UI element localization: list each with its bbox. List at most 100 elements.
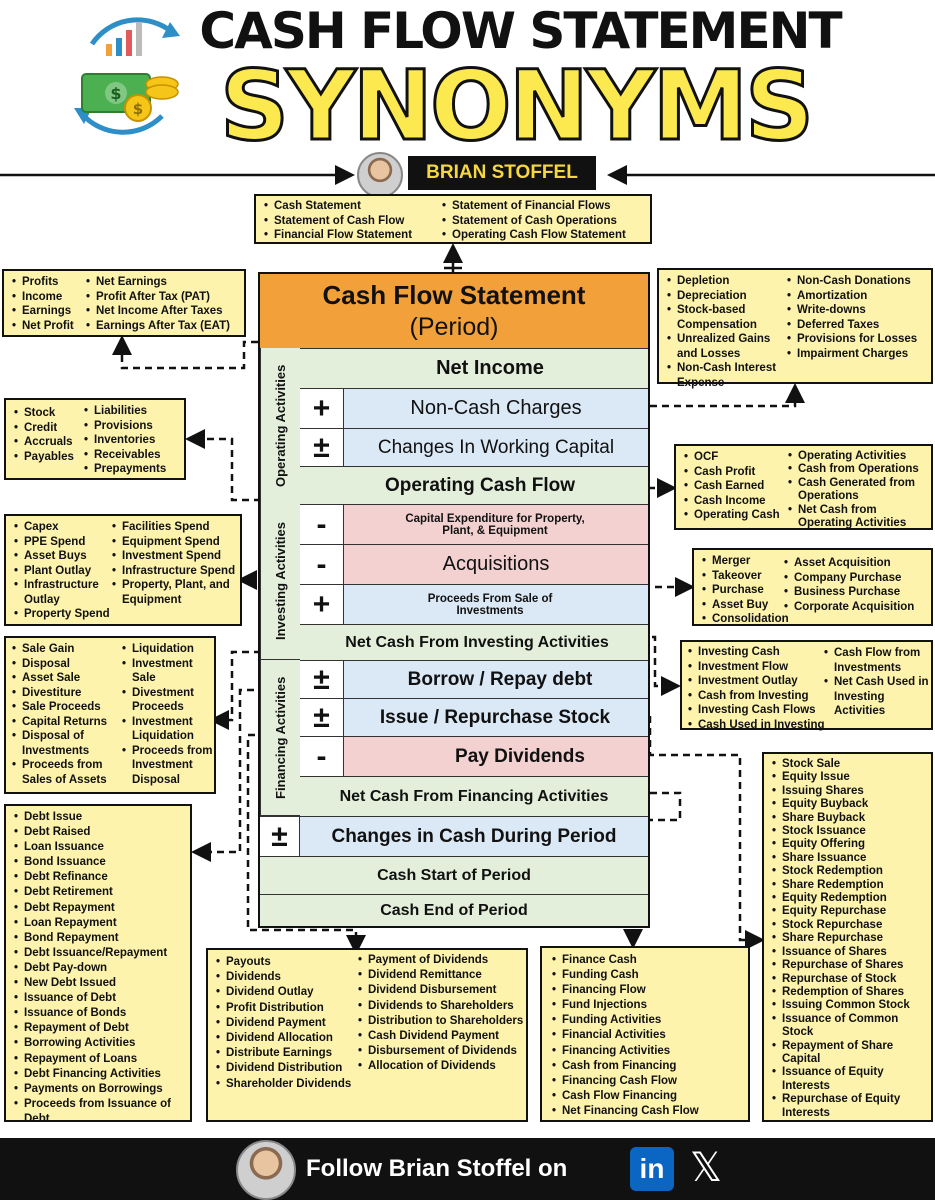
linkedin-icon[interactable]: in (630, 1147, 674, 1191)
stock-synonym: Repurchase of Shares (772, 959, 932, 973)
working-capital-synonym: Prepayments (84, 462, 184, 477)
capex-synonym: Equipment Spend (112, 535, 242, 550)
debt-synonym: Borrowing Activities (14, 1036, 190, 1051)
statement-synonym: Financial Flow Statement (264, 228, 439, 243)
working-capital-synonyms-box: Stock Credit Accruals Payables Liabiliti… (4, 398, 186, 480)
investing-activities-label: Investing Activities (260, 504, 300, 660)
financing-synonym: Cash from Financing (552, 1059, 748, 1074)
operating-activities-label: Operating Activities (260, 348, 300, 504)
capex-synonym: Property Spend (14, 607, 114, 622)
investing-synonyms-box: Investing Cash Investment Flow Investmen… (680, 640, 933, 732)
row-acquisitions: - Acquisitions (300, 544, 648, 584)
row-borrow: ± Borrow / Repay debt (300, 660, 648, 698)
financing-synonym: Financing Activities (552, 1044, 748, 1059)
investing-synonym: Cash from Investing (688, 689, 826, 704)
row-operating-cash-flow: Operating Cash Flow (300, 466, 648, 504)
non-cash-synonym: Deferred Taxes (787, 318, 933, 333)
working-capital-synonym: Inventories (84, 433, 184, 448)
net-income-synonym: Net Earnings (86, 275, 246, 290)
working-capital-synonym: Liabilities (84, 404, 184, 419)
non-cash-synonym: Non-Cash Donations (787, 274, 933, 289)
acquisition-synonym: Business Purchase (784, 585, 932, 600)
row-net-investing: Net Cash From Investing Activities (300, 624, 648, 660)
debt-synonym: Debt Refinance (14, 870, 190, 885)
debt-synonym: Issuance of Bonds (14, 1006, 190, 1021)
minus-sign: - (300, 545, 344, 584)
stock-synonym: Equity Buyback (772, 798, 932, 812)
debt-synonym: Repayment of Loans (14, 1052, 190, 1067)
non-cash-synonym: Stock-based Compensation (667, 303, 787, 332)
dividend-synonym: Dividends to Shareholders (358, 999, 526, 1014)
change-cash-label: Changes in Cash During Period (331, 825, 617, 847)
statement-period: (Period) (409, 313, 499, 341)
debt-synonym: Payments on Borrowings (14, 1082, 190, 1097)
dividend-synonym: Dividend Disbursement (358, 983, 526, 998)
x-logo-icon[interactable]: 𝕏 (684, 1145, 728, 1191)
investing-synonym: Investment Flow (688, 660, 826, 675)
non-cash-synonym: Non-Cash Interest Expense (667, 361, 787, 390)
financing-synonym: Cash Flow Financing (552, 1089, 748, 1104)
dividend-synonym: Allocation of Dividends (358, 1059, 526, 1074)
stock-synonym: Issuing Common Stock (772, 999, 932, 1013)
row-cash-end: Cash End of Period (260, 894, 648, 926)
stock-synonym: Issuance of Equity Interests (772, 1066, 932, 1093)
debt-synonym: New Debt Issued (14, 976, 190, 991)
stock-synonym: Equity Redemption (772, 892, 932, 906)
stock-synonym: Redemption of Shares (772, 986, 932, 1000)
row-issue-stock: ± Issue / Repurchase Stock (300, 698, 648, 736)
debt-synonym: Issuance of Debt (14, 991, 190, 1006)
borrow-label: Borrow / Repay debt (407, 668, 593, 690)
minus-sign: - (300, 505, 344, 544)
stock-synonym: Issuance of Common Stock (772, 1013, 932, 1040)
proceeds-label: Proceeds From Sale of Investments (427, 592, 553, 617)
financing-synonym: Funding Cash (552, 968, 748, 983)
proceeds-synonym: Divestiture (12, 686, 122, 701)
proceeds-synonym: Proceeds from Investment Disposal (122, 744, 216, 788)
plus-minus-sign: ± (300, 699, 344, 736)
net-investing-label: Net Cash From Investing Activities (345, 633, 609, 651)
non-cash-synonym: Depreciation (667, 289, 787, 304)
proceeds-synonyms-box: Sale Gain Disposal Asset Sale Divestitur… (4, 636, 216, 794)
net-income-synonym: Profit After Tax (PAT) (86, 290, 246, 305)
stock-synonym: Repurchase of Equity Interests (772, 1093, 932, 1120)
plus-sign: + (300, 585, 344, 624)
non-cash-synonyms-box: Depletion Depreciation Stock-based Compe… (657, 268, 933, 389)
capex-synonym: Infrastructure Spend (112, 564, 242, 579)
ocf-synonym: Operating Activities (788, 450, 933, 464)
acquisition-synonym: Asset Acquisition (784, 556, 932, 571)
ocf-synonym: Cash from Operations (788, 463, 933, 477)
ocf-synonym: Net Cash from Operating Activities (788, 504, 933, 531)
working-capital-synonym: Credit (14, 421, 80, 436)
proceeds-synonym: Sale Gain (12, 642, 122, 657)
net-income-label: Net Income (436, 357, 544, 379)
cash-start-label: Cash Start of Period (377, 866, 531, 884)
capex-synonym: Infrastructure Outlay (14, 578, 114, 607)
stock-synonym: Stock Redemption (772, 865, 932, 879)
proceeds-synonym: Investment Sale (122, 657, 216, 686)
financing-activities-label: Financing Activities (260, 660, 300, 816)
dividend-synonym: Dividend Payment (216, 1016, 356, 1031)
non-cash-synonym: Depletion (667, 274, 787, 289)
capex-synonym: Plant Outlay (14, 564, 114, 579)
net-income-synonym: Net Profit (12, 319, 82, 334)
capex-synonym: Property, Plant, and Equipment (112, 578, 242, 607)
ocf-synonym: Cash Earned (684, 479, 792, 494)
dividend-synonym: Payment of Dividends (358, 953, 526, 968)
ocf-synonym: Cash Income (684, 494, 792, 509)
svg-text:$: $ (133, 100, 143, 118)
acquisitions-label: Acquisitions (442, 553, 550, 575)
proceeds-synonym: Disposal of Investments (12, 729, 122, 758)
cash-flow-statement-table: Cash Flow Statement (Period) Operating A… (258, 272, 650, 928)
stock-synonym: Equity Offering (772, 838, 932, 852)
footer-follow-text: Follow Brian Stoffel on (306, 1155, 568, 1182)
ocf-synonyms-box: OCF Cash Profit Cash Earned Cash Income … (674, 444, 933, 530)
stock-synonym: Issuing Shares (772, 785, 932, 799)
proceeds-synonym: Disposal (12, 657, 122, 672)
debt-synonym: Proceeds from Issuance of Debt (14, 1097, 190, 1127)
debt-synonym: Debt Financing Activities (14, 1067, 190, 1082)
working-capital-synonym: Stock (14, 406, 80, 421)
acquisition-synonym: Company Purchase (784, 571, 932, 586)
dividends-label: Pay Dividends (455, 745, 585, 767)
financing-synonym: Fund Injections (552, 998, 748, 1013)
investing-synonym: Cash Flow from Investments (824, 646, 932, 675)
